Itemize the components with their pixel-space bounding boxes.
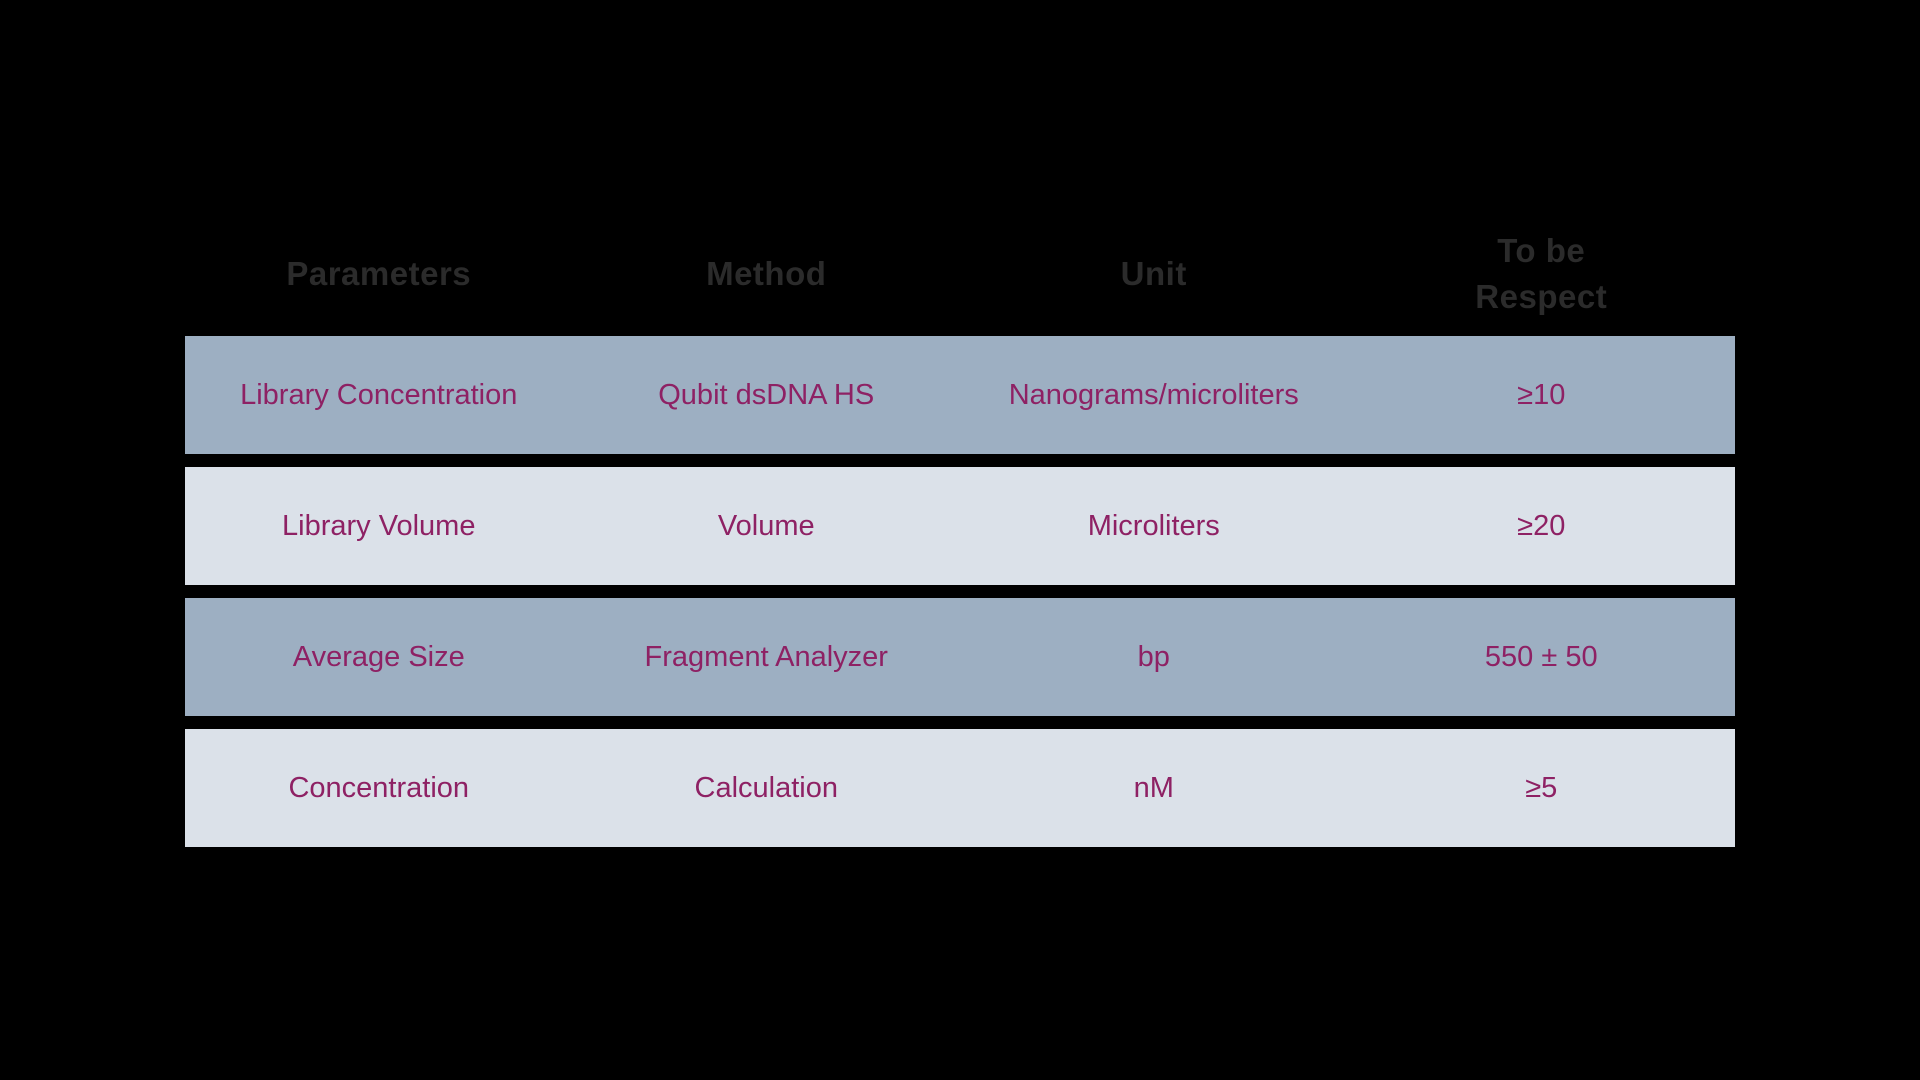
column-header-method: Method bbox=[706, 255, 827, 293]
library-qc-table: Parameters Method Unit To be Respect Lib… bbox=[185, 212, 1735, 847]
cell-unit: nM bbox=[1133, 771, 1174, 804]
cell-method: Calculation bbox=[694, 771, 838, 804]
cell-parameter: Average Size bbox=[292, 640, 465, 673]
cell-threshold: ≥5 bbox=[1525, 771, 1558, 804]
cell-threshold: ≥10 bbox=[1517, 378, 1566, 411]
table-header-row: Parameters Method Unit To be Respect bbox=[185, 212, 1735, 336]
table-row: Average Size Fragment Analyzer bp 550 ± … bbox=[185, 598, 1735, 716]
column-header-to-be-respect: To be Respect bbox=[1475, 232, 1608, 315]
cell-method: Volume bbox=[717, 509, 815, 542]
cell-parameter: Concentration bbox=[288, 771, 470, 804]
cell-parameter: Library Concentration bbox=[240, 378, 518, 411]
cell-unit: Microliters bbox=[1087, 509, 1220, 542]
cell-method: Fragment Analyzer bbox=[644, 640, 888, 673]
cell-unit: bp bbox=[1137, 640, 1170, 673]
column-header-unit: Unit bbox=[1120, 255, 1187, 293]
table-row: Library Concentration Qubit dsDNA HS Nan… bbox=[185, 336, 1735, 454]
cell-parameter: Library Volume bbox=[282, 509, 476, 542]
cell-threshold: 550 ± 50 bbox=[1484, 640, 1598, 673]
table-row: Concentration Calculation nM ≥5 bbox=[185, 729, 1735, 847]
cell-method: Qubit dsDNA HS bbox=[658, 378, 875, 411]
cell-unit: Nanograms/microliters bbox=[1008, 378, 1299, 411]
column-header-parameters: Parameters bbox=[286, 255, 472, 293]
cell-threshold: ≥20 bbox=[1517, 509, 1566, 542]
table-row: Library Volume Volume Microliters ≥20 bbox=[185, 467, 1735, 585]
